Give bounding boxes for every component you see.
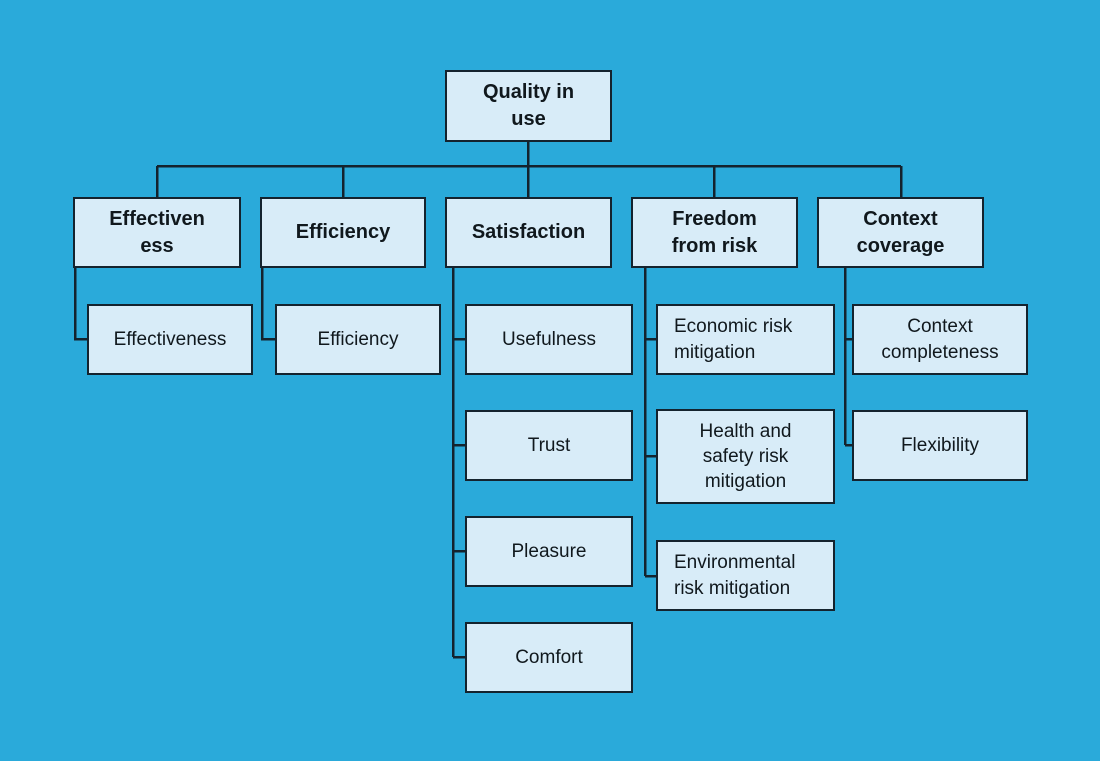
node-label: Effectiven ess bbox=[109, 207, 205, 257]
node-usefulness[interactable]: Usefulness bbox=[465, 304, 633, 375]
connector-efficiency-spine bbox=[260, 268, 276, 341]
node-label: Flexibility bbox=[900, 434, 980, 456]
node-label: Pleasure bbox=[511, 540, 587, 562]
node-comfort[interactable]: Comfort bbox=[465, 622, 633, 693]
node-label: Comfort bbox=[515, 646, 583, 668]
node-label: Effectiveness bbox=[113, 328, 227, 350]
node-environmental-risk-mitigation[interactable]: Environmental risk mitigation bbox=[656, 540, 835, 611]
node-label: Efficiency bbox=[317, 328, 399, 350]
node-trust[interactable]: Trust bbox=[465, 410, 633, 481]
node-effectiveness[interactable]: Effectiven ess bbox=[73, 197, 241, 268]
node-quality-in-use[interactable]: Quality in use bbox=[445, 70, 612, 142]
node-satisfaction[interactable]: Satisfaction bbox=[445, 197, 612, 268]
node-context-completeness[interactable]: Context completeness bbox=[852, 304, 1028, 375]
node-effectiveness-leaf[interactable]: Effectiveness bbox=[87, 304, 253, 375]
node-label: Trust bbox=[527, 434, 571, 456]
node-label: Freedom from risk bbox=[671, 207, 758, 257]
node-label: Quality in use bbox=[482, 81, 575, 130]
node-pleasure[interactable]: Pleasure bbox=[465, 516, 633, 587]
node-label: Economic risk mitigation bbox=[674, 316, 793, 363]
node-efficiency-leaf[interactable]: Efficiency bbox=[275, 304, 441, 375]
node-label: Usefulness bbox=[502, 328, 596, 350]
node-health-and-safety-risk-mitigation[interactable]: Health and safety risk mitigation bbox=[656, 409, 835, 504]
node-economic-risk-mitigation[interactable]: Economic risk mitigation bbox=[656, 304, 835, 375]
node-label: Context completeness bbox=[881, 316, 999, 363]
node-context-coverage[interactable]: Context coverage bbox=[817, 197, 984, 268]
node-freedom-from-risk[interactable]: Freedom from risk bbox=[631, 197, 798, 268]
node-label: Satisfaction bbox=[471, 221, 586, 244]
node-efficiency[interactable]: Efficiency bbox=[260, 197, 426, 268]
node-flexibility[interactable]: Flexibility bbox=[852, 410, 1028, 481]
node-label: Efficiency bbox=[295, 221, 391, 244]
node-label: Context coverage bbox=[856, 207, 945, 257]
node-label: Health and safety risk mitigation bbox=[699, 420, 792, 493]
node-label: Environmental risk mitigation bbox=[674, 552, 796, 599]
